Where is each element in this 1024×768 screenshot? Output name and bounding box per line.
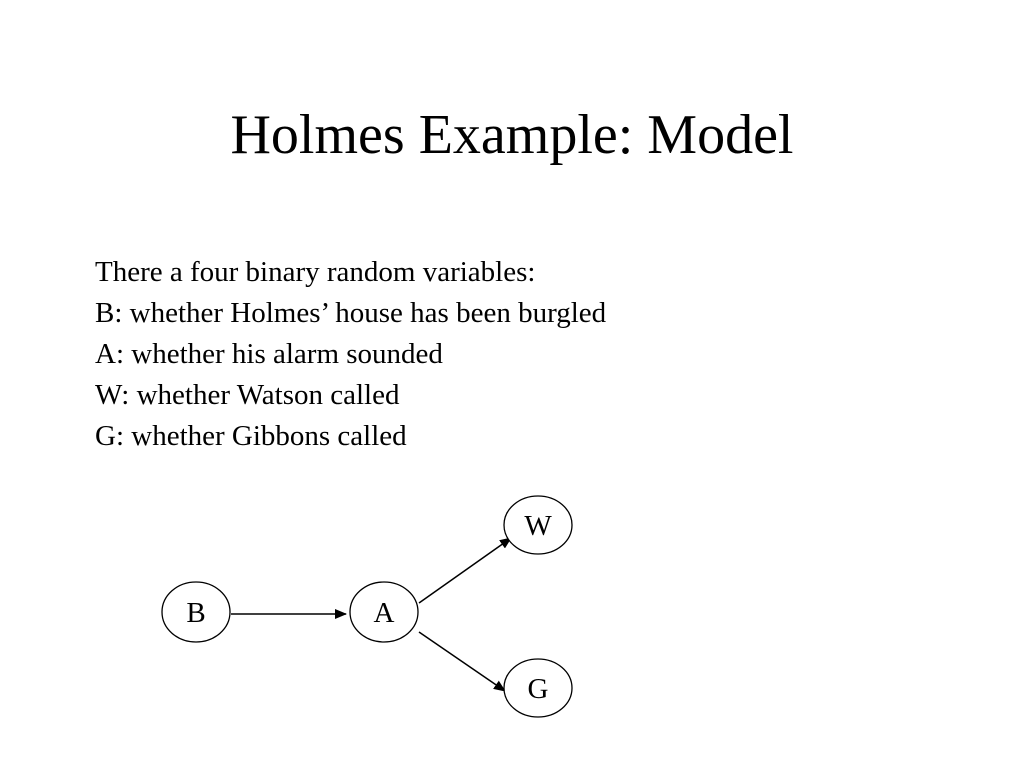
node-g: G [503, 658, 573, 718]
node-w: W [503, 495, 573, 555]
node-g-label: G [528, 673, 549, 705]
edge-a-to-g [418, 631, 506, 692]
intro-line: There a four binary random variables: [95, 256, 536, 288]
node-b-label: B [186, 597, 205, 629]
edge-a-to-w [418, 537, 512, 604]
variable-description-list: There a four binary random variables: B:… [95, 252, 606, 457]
variable-a-line: A: whether his alarm sounded [95, 338, 443, 370]
node-a: A [349, 581, 419, 643]
slide-title: Holmes Example: Model [230, 104, 794, 166]
node-w-label: W [524, 510, 552, 542]
node-a-label: A [374, 597, 395, 629]
variable-g-line: G: whether Gibbons called [95, 420, 407, 452]
variable-w-line: W: whether Watson called [95, 379, 400, 411]
variable-b-line: B: whether Holmes’ house has been burgle… [95, 297, 607, 329]
node-b: B [161, 581, 231, 643]
